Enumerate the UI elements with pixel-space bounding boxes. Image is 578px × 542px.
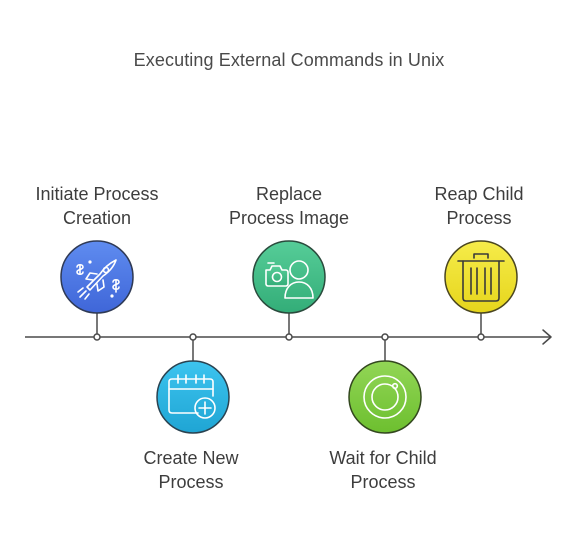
step-4-node (348, 360, 422, 434)
camera-user-icon (265, 260, 314, 299)
step-5-label-line1: Reap Child (434, 184, 524, 204)
record-icon (363, 375, 407, 419)
step-1-node (60, 240, 134, 314)
step-3-node (252, 240, 326, 314)
timeline-arrowhead (542, 329, 552, 345)
step-4-label-line1: Wait for Child (329, 448, 437, 468)
step-2-label-line1: Create New (143, 448, 239, 468)
step-5-label: Reap Child Process (394, 182, 564, 230)
step-1-label-line1: Initiate Process (35, 184, 159, 204)
axis-dot-3 (285, 333, 293, 341)
step-3-label: Replace Process Image (204, 182, 374, 230)
step-1-label: Initiate Process Creation (12, 182, 182, 230)
axis-dot-2 (189, 333, 197, 341)
step-3-label-line1: Replace (255, 184, 323, 204)
step-1-label-line2: Creation (62, 208, 132, 228)
axis-dot-5 (477, 333, 485, 341)
calendar-add-icon (168, 374, 216, 419)
step-5-node (444, 240, 518, 314)
step-2-label: Create New Process (106, 446, 276, 494)
step-2-node (156, 360, 230, 434)
rocket-icon (76, 259, 120, 300)
step-5-label-line2: Process (446, 208, 512, 228)
step-2-label-line2: Process (158, 472, 224, 492)
diagram-title: Executing External Commands in Unix (133, 50, 445, 70)
step-3-label-line2: Process Image (228, 208, 350, 228)
step-4-label: Wait for Child Process (298, 446, 468, 494)
trash-icon (457, 253, 505, 302)
step-4-label-line2: Process (350, 472, 416, 492)
axis-dot-4 (381, 333, 389, 341)
axis-dot-1 (93, 333, 101, 341)
